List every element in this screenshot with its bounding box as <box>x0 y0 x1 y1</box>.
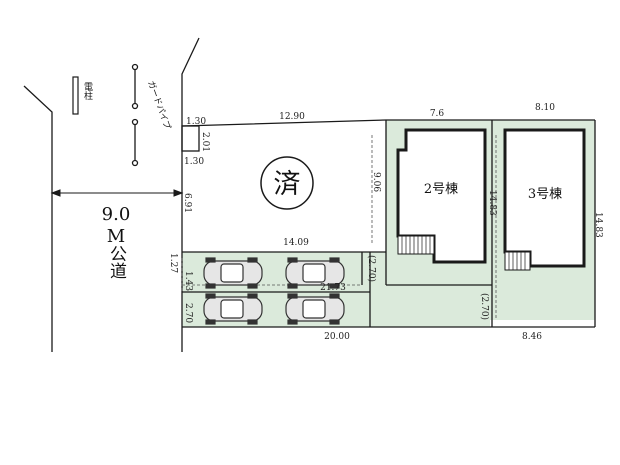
dim-top-7-6: 7.6 <box>430 109 445 119</box>
building-3-label: 3号棟 <box>528 187 562 202</box>
building-3-steps <box>504 251 531 271</box>
dim-left-1-27: 1.27 <box>168 253 178 273</box>
dimension-labels: 12.90 7.6 8.10 1.30 2.01 1.30 6.91 9.06 … <box>168 103 603 342</box>
dim-bottom-8-46: 8.46 <box>522 332 542 342</box>
road-width-arrow <box>50 189 184 197</box>
guard-pipe-label: ガードパイプ <box>145 79 173 131</box>
building-2-steps <box>397 235 435 255</box>
dim-top-12-90: 12.90 <box>279 112 305 122</box>
sold-stamp-circle <box>260 156 314 210</box>
sold-stamp: 済 <box>274 169 301 200</box>
car-icon <box>285 293 345 325</box>
dim-corner-1-30-b: 1.30 <box>184 157 204 167</box>
utility-pole-label: 電柱 <box>82 82 93 100</box>
dim-mid-9-06: 9.06 <box>371 172 381 192</box>
road-edges <box>23 37 200 352</box>
lot-boundaries <box>181 119 596 328</box>
parked-cars <box>203 257 345 325</box>
dim-mid-14-83: 14.83 <box>487 190 497 216</box>
dim-left-6-91: 6.91 <box>182 193 192 213</box>
dim-top-8-10: 8.10 <box>535 103 555 113</box>
dim-right-14-83: 14.83 <box>593 212 603 238</box>
building-2 <box>396 128 487 264</box>
dim-corner-1-30-a: 1.30 <box>186 117 206 127</box>
dim-paren-2-70-a: (2.70) <box>366 255 377 282</box>
guard-pipe-symbols <box>131 63 139 167</box>
dim-left-1-43: 1.43 <box>183 271 193 291</box>
dim-left-2-70: 2.70 <box>183 303 193 323</box>
road-left-edge <box>23 85 53 352</box>
road-unit-label: M <box>107 226 125 247</box>
road-width-label: 9.0 <box>102 204 131 225</box>
dim-width-14-09: 14.09 <box>283 238 309 248</box>
car-icon <box>285 257 345 289</box>
building-2-label: 2号棟 <box>424 182 458 197</box>
car-icon <box>203 257 263 289</box>
car-icon <box>203 293 263 325</box>
dim-corner-2-01: 2.01 <box>200 132 210 152</box>
dim-paren-2-70-b: (2.70) <box>479 293 490 320</box>
dim-width-21-73: 21.73 <box>320 283 346 293</box>
dim-bottom-20-00: 20.00 <box>324 332 350 342</box>
road-name-label: 公道 <box>106 245 127 279</box>
strip-green <box>370 285 490 327</box>
corner-cutoff-box <box>181 125 200 152</box>
utility-pole-symbol <box>72 76 79 115</box>
building-3 <box>503 128 586 271</box>
